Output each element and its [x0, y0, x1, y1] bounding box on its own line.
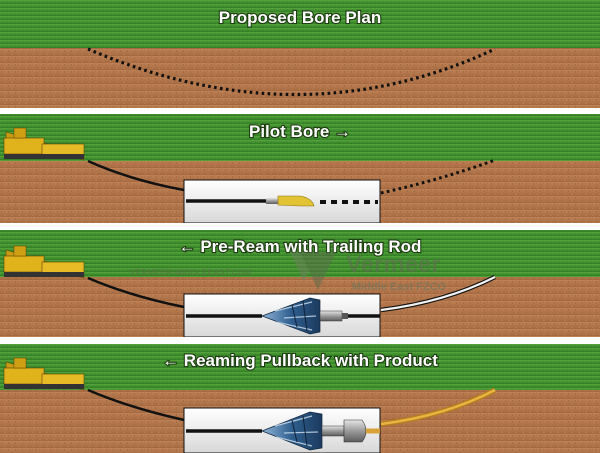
panel-pre-ream: ← Pre-Ream with Trailing Rod — [0, 230, 600, 338]
panel-pilot-bore: Pilot Bore → — [0, 114, 600, 224]
soil-band — [0, 48, 600, 108]
reamer-icon — [261, 297, 321, 335]
drill-head-icon — [266, 195, 315, 207]
drill-rod — [87, 276, 185, 309]
proposed-bore-path — [87, 47, 496, 96]
drill-rig-icon — [3, 245, 85, 279]
inset-pullback — [183, 407, 381, 453]
panel-separator — [0, 223, 600, 230]
remaining-bore-path — [380, 158, 496, 195]
drill-rig-icon — [3, 357, 85, 391]
product-pipe-highlight — [380, 388, 496, 426]
grass-band — [0, 0, 600, 48]
drill-rig-icon — [3, 127, 85, 161]
watermark: Vermeer VERMEER-MIDDLEEAST.COM Middle Ea… — [130, 251, 447, 293]
watermark-subtitle: Middle East FZCO — [352, 281, 447, 293]
drill-rod — [87, 388, 185, 422]
reamer-icon — [261, 411, 323, 451]
panel-title: Proposed Bore Plan — [219, 8, 381, 27]
panel-reaming-pullback: ← Reaming Pullback with Product — [0, 344, 600, 453]
vermeer-logo-icon — [290, 252, 336, 290]
panel-separator — [0, 337, 600, 344]
panel-proposed-bore-plan: Proposed Bore Plan — [0, 0, 600, 108]
trailing-rod-core — [380, 276, 496, 312]
grass-band — [0, 114, 600, 161]
inset-pilot — [183, 179, 381, 224]
watermark-brand: Vermeer — [346, 251, 441, 278]
swivel-icon — [319, 310, 348, 322]
grass-band — [0, 344, 600, 390]
panel-title: ← Reaming Pullback with Product — [162, 351, 438, 370]
swivel-icon — [321, 419, 367, 443]
panel-separator — [0, 108, 600, 114]
inset-pre-ream — [183, 293, 381, 338]
watermark-url: VERMEER-MIDDLEEAST.COM — [130, 267, 251, 277]
panel-title: Pilot Bore → — [249, 122, 351, 141]
panel-title: ← Pre-Ream with Trailing Rod — [179, 237, 422, 256]
drill-rod — [87, 159, 185, 192]
